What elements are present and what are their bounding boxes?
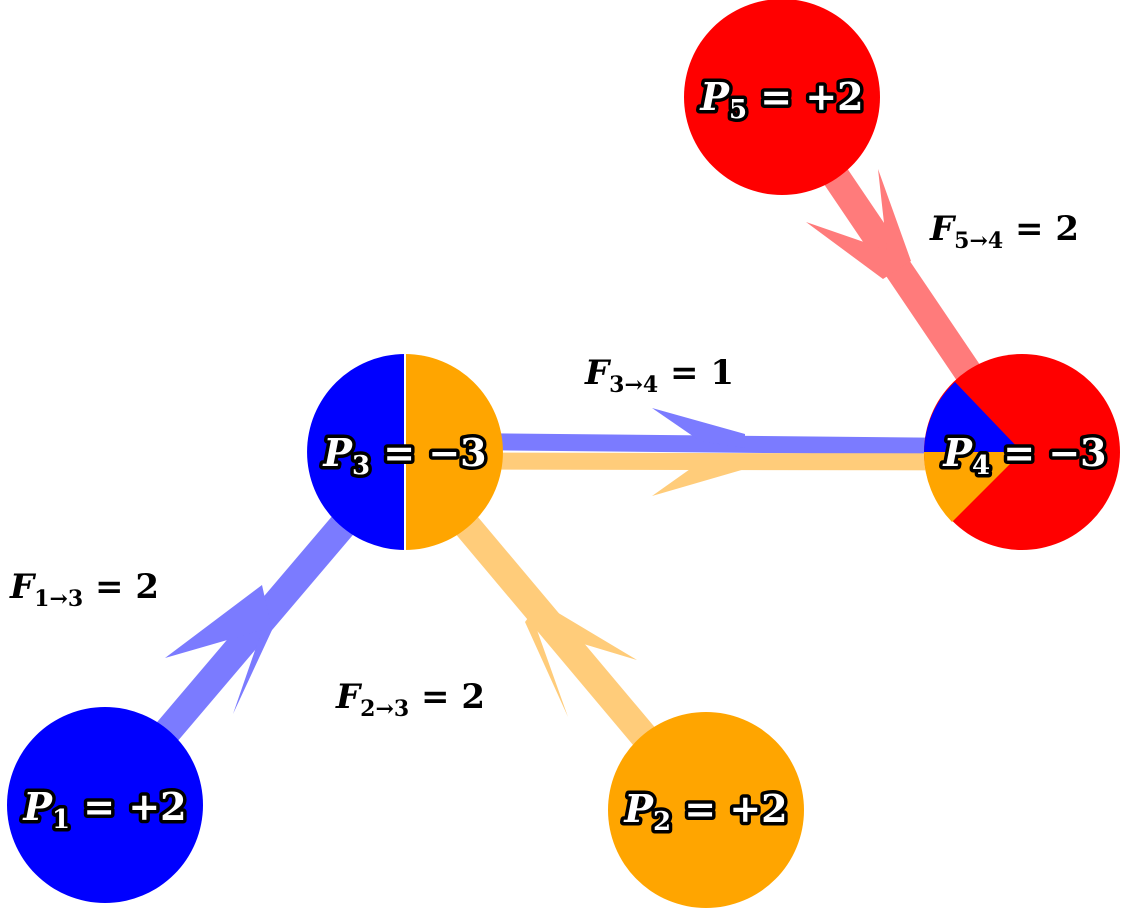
node-label-p3: P3 = −3 xyxy=(322,430,486,481)
node-label-p5: P5 = +2 xyxy=(699,74,863,125)
node-label-p1: P1 = +2 xyxy=(22,784,186,835)
node-p4 xyxy=(923,354,1120,550)
flow-arrow-3-to-4-orange xyxy=(404,452,1023,496)
node-p2 xyxy=(608,712,804,908)
flow-label-2-to-3: F2→3 = 2 xyxy=(335,677,485,722)
flow-arrow-3-to-4-blue xyxy=(404,408,1023,456)
flow-label-3-to-4: F3→4 = 1 xyxy=(584,353,734,398)
node-p3 xyxy=(307,354,503,550)
node-p1 xyxy=(7,707,203,903)
node-label-p2: P2 = +2 xyxy=(623,786,787,837)
node-p5 xyxy=(684,0,880,195)
node-label-p4: P4 = −3 xyxy=(942,430,1106,481)
flow-label-1-to-3: F1→3 = 2 xyxy=(9,567,159,612)
flow-label-5-to-4: F5→4 = 2 xyxy=(929,209,1079,254)
